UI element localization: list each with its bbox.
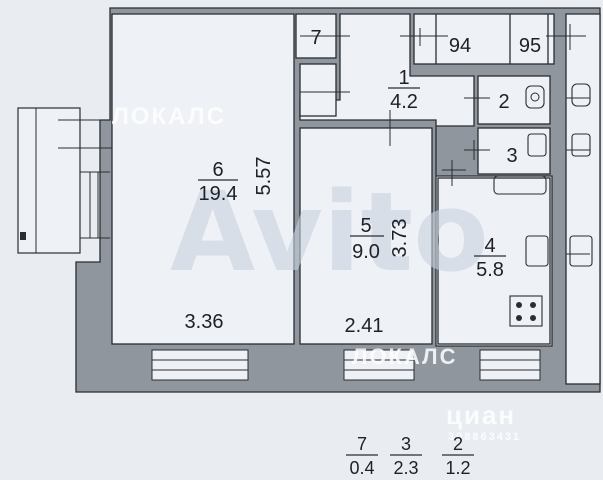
legend-1-number: 7 [357, 434, 367, 454]
watermark-top: ЛОКАЛС [112, 103, 226, 130]
room-4-area: 5.8 [476, 259, 504, 281]
room-6-dim-v: 5.57 [253, 157, 275, 196]
toilet-icon [525, 85, 545, 109]
legend-3-area: 1.2 [445, 458, 470, 478]
neighbor-94: 94 [449, 35, 471, 57]
watermark-cian: циан [446, 400, 516, 430]
room-3-number: 3 [506, 145, 517, 167]
neighbor-95: 95 [519, 35, 541, 57]
room-5-dim-h: 2.41 [345, 315, 384, 337]
room-2-number: 2 [498, 91, 509, 113]
bathtub-icon [493, 175, 547, 195]
room-1-area: 4.2 [390, 91, 418, 113]
legend-3-number: 2 [453, 434, 463, 454]
balcony [17, 107, 81, 254]
legend-1-area: 0.4 [349, 458, 374, 478]
room-6-area: 19.4 [199, 183, 238, 205]
room-6 [111, 13, 295, 345]
room-6-dim-h: 3.36 [185, 311, 224, 333]
room-1-number: 1 [398, 67, 409, 89]
fixtures [493, 83, 593, 327]
legend: 7 0.4 3 2.3 2 1.2 [346, 434, 474, 478]
closet [299, 63, 337, 117]
room-6-number: 6 [212, 159, 223, 181]
kitchen-sink-icon [525, 235, 549, 267]
legend-2-area: 2.3 [393, 458, 418, 478]
legend-2-number: 3 [401, 434, 411, 454]
sink-icon [527, 133, 547, 157]
room-5-area: 9.0 [352, 241, 380, 263]
room-5-dim-v: 3.73 [389, 219, 411, 258]
door-markers [58, 22, 590, 255]
room-5-number: 5 [360, 215, 371, 237]
watermark-cian-id: 308863431 [448, 431, 521, 443]
neighbor-strip [413, 13, 555, 65]
stove-icon [509, 295, 543, 327]
watermark-avito: Avito [170, 168, 489, 296]
room-4-number: 4 [484, 235, 495, 257]
room-7-number: 7 [310, 27, 321, 49]
windows [151, 349, 541, 381]
neighbor-right [565, 13, 601, 385]
room-3 [477, 127, 551, 175]
watermark-bottom: ЛОКАЛС [352, 344, 457, 369]
